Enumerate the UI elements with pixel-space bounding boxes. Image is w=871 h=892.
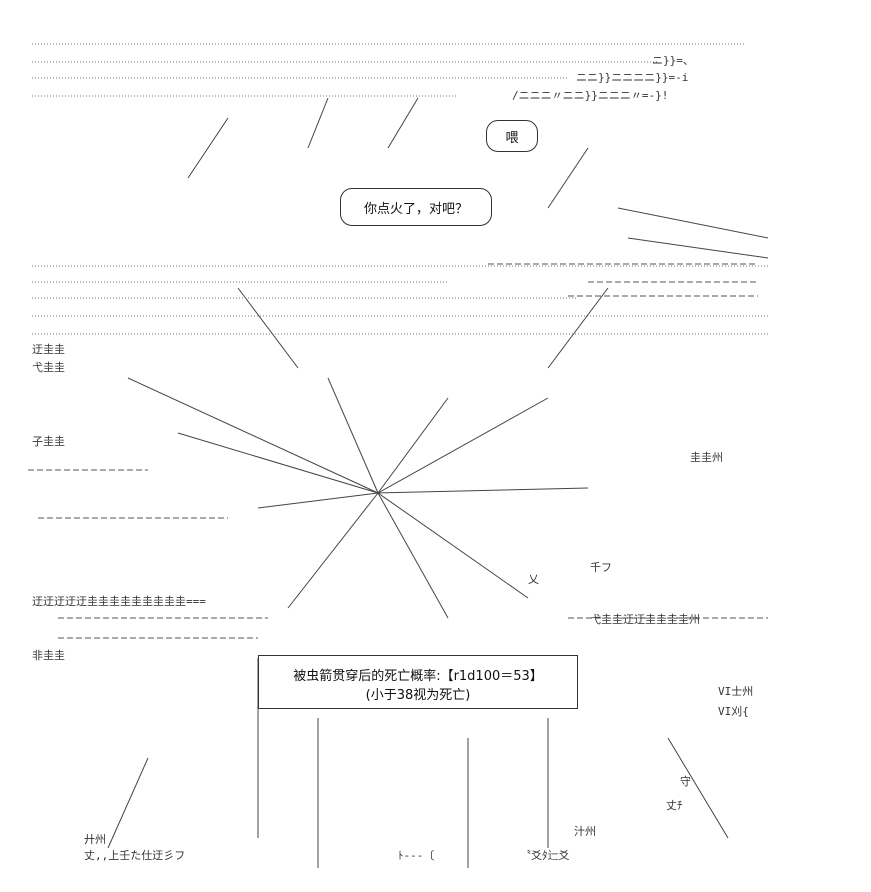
speech-text-middle: 你点火了，对吧？	[363, 201, 468, 217]
ascii-right-5: VI刈{	[718, 705, 749, 718]
ascii-right-4: 丈ﾁ	[666, 799, 683, 812]
ascii-right-col-1: 圭圭州	[690, 451, 723, 464]
ascii-left-col-2: 弋圭圭	[32, 361, 65, 374]
dice-result-line: 被虫箭贯穿后的死亡概率:【r1d100＝53】	[293, 669, 543, 684]
ascii-right-row-long: 弋圭圭迂迂圭圭圭圭州	[590, 613, 700, 626]
ascii-right-2: 守	[680, 775, 691, 788]
ascii-right-3: 汁州	[574, 825, 596, 838]
ascii-row-top-right-1: ニ}}=、	[652, 54, 694, 67]
speech-text-top: 喂	[505, 130, 519, 146]
speech-bubble-top: 喂	[486, 120, 538, 152]
ascii-art-illustration	[28, 43, 769, 868]
ascii-right-6: VI士州	[718, 685, 754, 698]
ascii-left-col-3: 子圭圭	[32, 435, 65, 448]
dice-threshold-line: (小于38视为死亡)	[365, 688, 471, 703]
ascii-row-top-right-3: /ニニニ〃ニニ}}ニニニ〃=-}!	[512, 89, 669, 102]
ascii-left-row-long: 迂迂迂迂迂圭圭圭圭圭圭圭圭圭===	[32, 595, 206, 608]
ascii-left-col-1: 迂圭圭	[32, 343, 65, 356]
ascii-bottom-4: 〝爻ﾀ辷爻	[520, 849, 570, 862]
ascii-bottom-2: 丈,,上壬た仕迂彡フ	[84, 849, 186, 862]
ascii-mid-2: 乂	[528, 573, 539, 586]
ascii-bottom-3: ﾄ---〔	[398, 849, 435, 862]
speech-bubble-middle: 你点火了，对吧？	[340, 188, 492, 226]
ascii-left-col-4: 非圭圭	[32, 649, 65, 662]
ascii-row-top-right-2: ニニ}}ニニニニ}}=-i	[576, 71, 689, 84]
ascii-mid-1: 千フ	[590, 561, 612, 574]
dice-result-box: 被虫箭贯穿后的死亡概率:【r1d100＝53】 (小于38视为死亡)	[258, 655, 578, 709]
ascii-bottom-1: 廾州	[84, 833, 106, 846]
